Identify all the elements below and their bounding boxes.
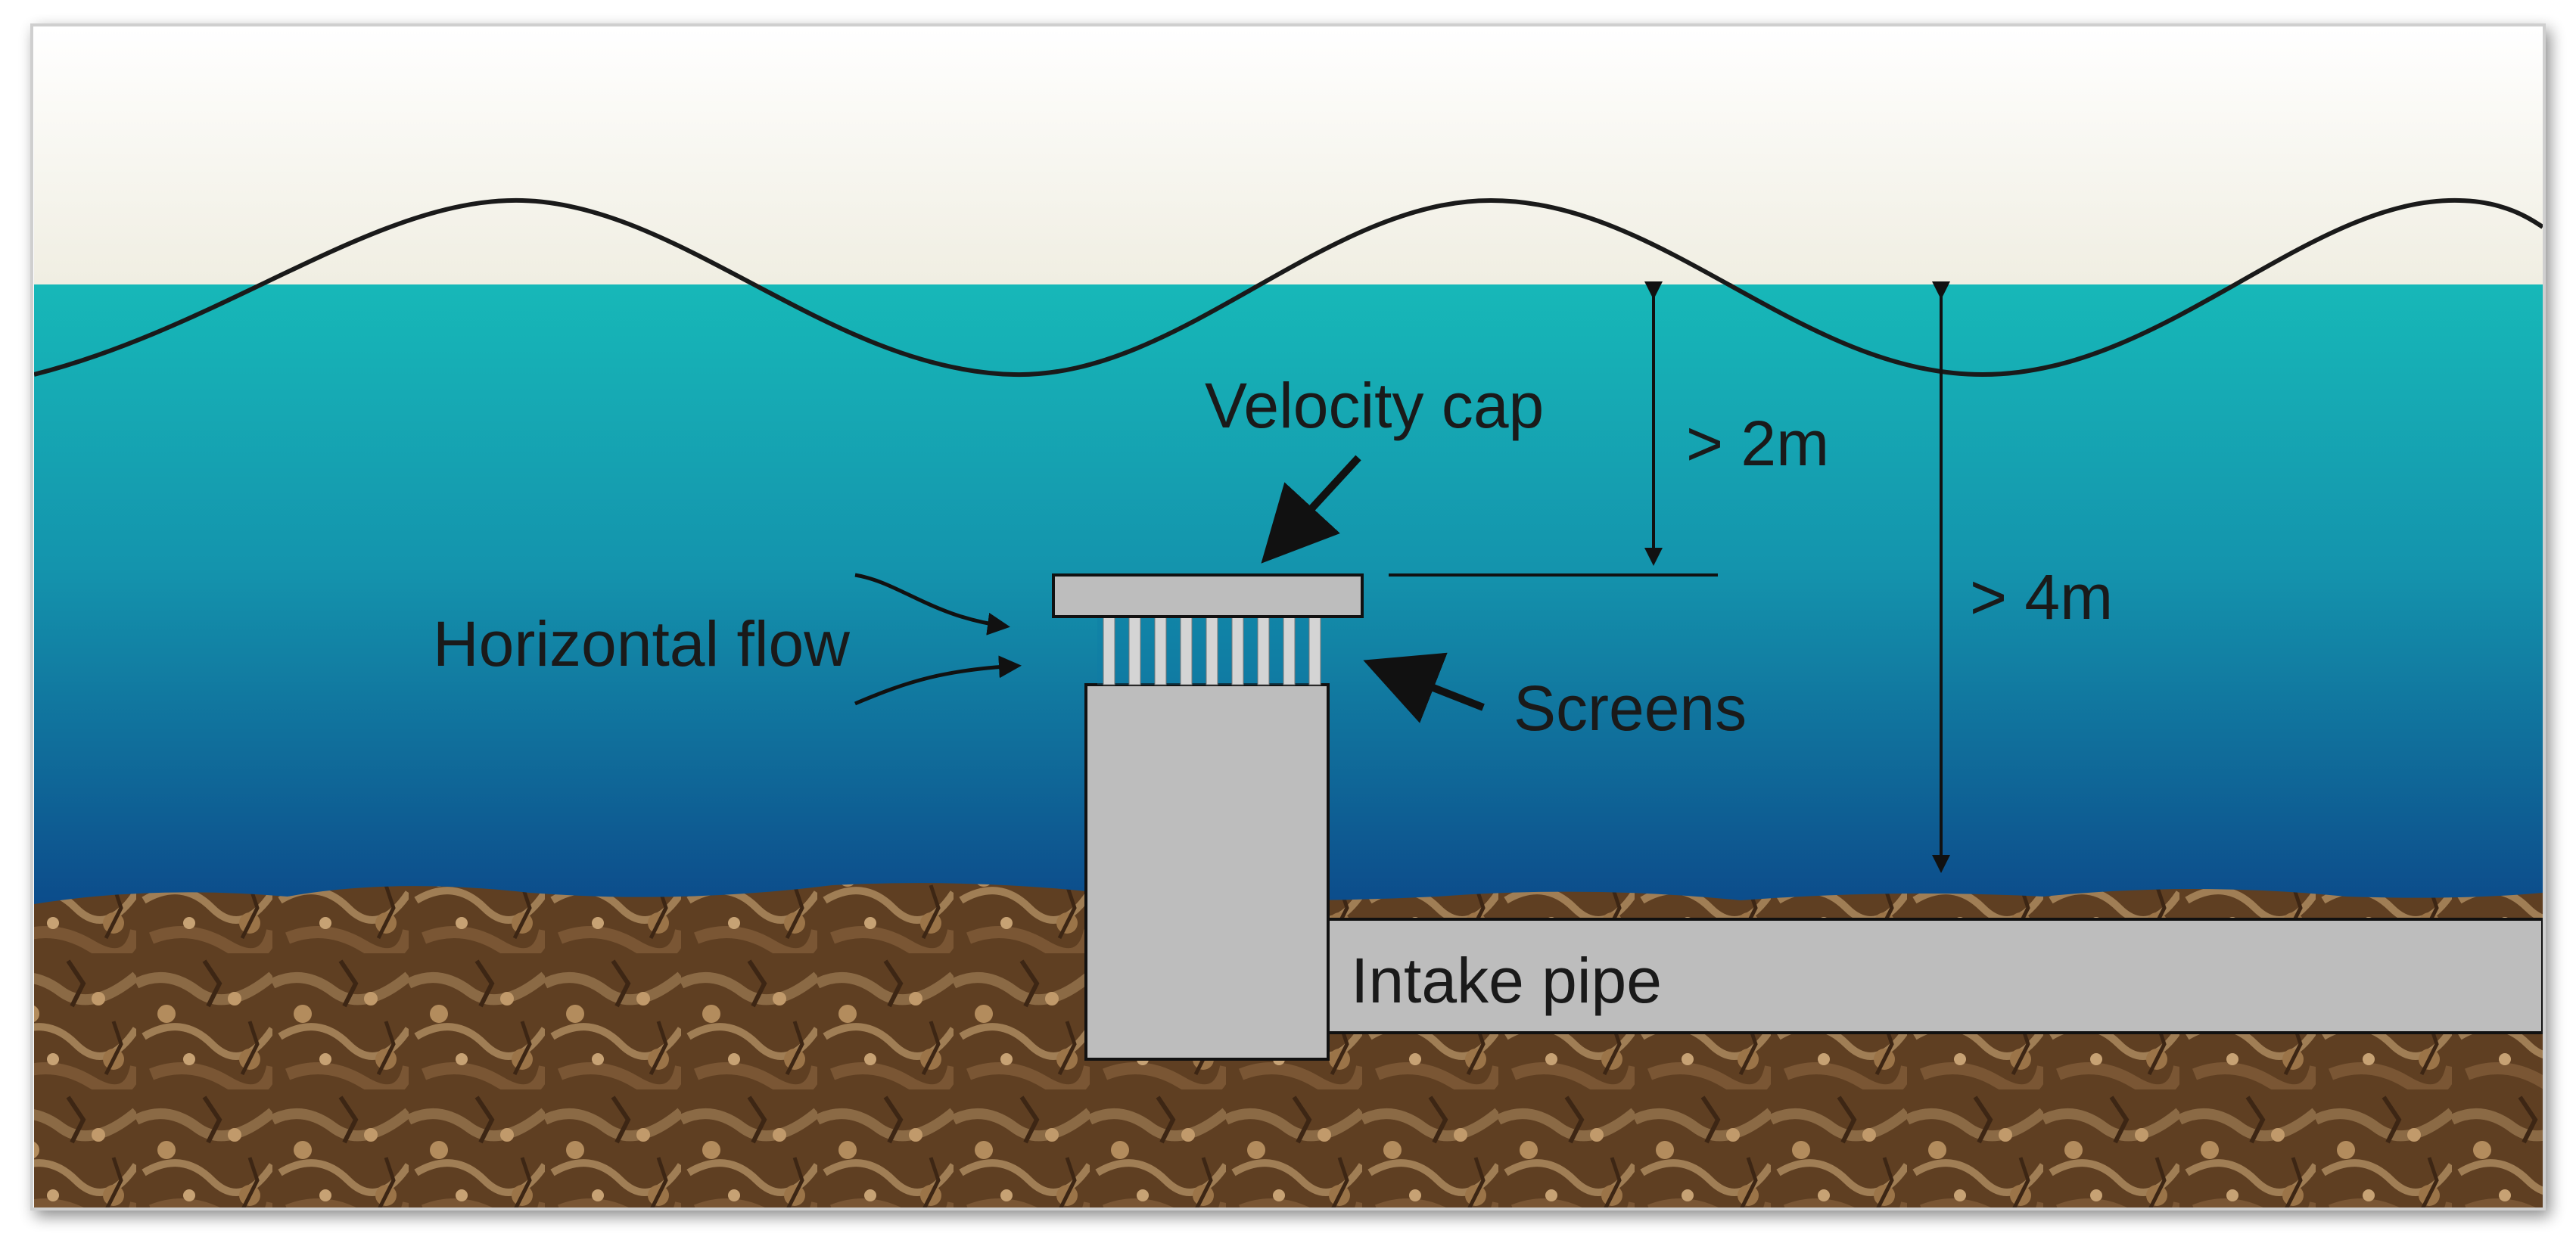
sky-area <box>34 27 2543 284</box>
screen-bar <box>1206 616 1218 685</box>
velocity-cap-plate <box>1052 573 1364 618</box>
intake-pipe-label: Intake pipe <box>1351 945 1662 1016</box>
screen-bar <box>1308 616 1321 685</box>
screen-bar <box>1283 616 1296 685</box>
velocity-cap-pointer-arrow <box>1261 455 1361 564</box>
screen-bar <box>1128 616 1141 685</box>
velocity-cap-label: Velocity cap <box>1205 370 1544 441</box>
depth-cap-label: > 2m <box>1686 408 1829 479</box>
depth-total-label: > 4m <box>1970 561 2113 632</box>
screen-bar <box>1257 616 1270 685</box>
water-wave <box>34 197 2543 378</box>
horizontal-flow-label: Horizontal flow <box>433 608 850 679</box>
screen-bar <box>1154 616 1167 685</box>
screens <box>1097 616 1321 685</box>
flow-arrow-lower <box>854 655 1022 706</box>
screen-bar <box>1231 616 1244 685</box>
intake-pipe <box>1323 918 2543 1034</box>
screens-label: Screens <box>1514 673 1747 744</box>
screen-bars <box>1103 616 1321 685</box>
flow-arrow-upper <box>854 573 1010 636</box>
screen-bar <box>1103 616 1115 685</box>
riser-column <box>1084 683 1330 1061</box>
screens-pointer-arrow <box>1363 652 1485 723</box>
screen-bar <box>1180 616 1193 685</box>
